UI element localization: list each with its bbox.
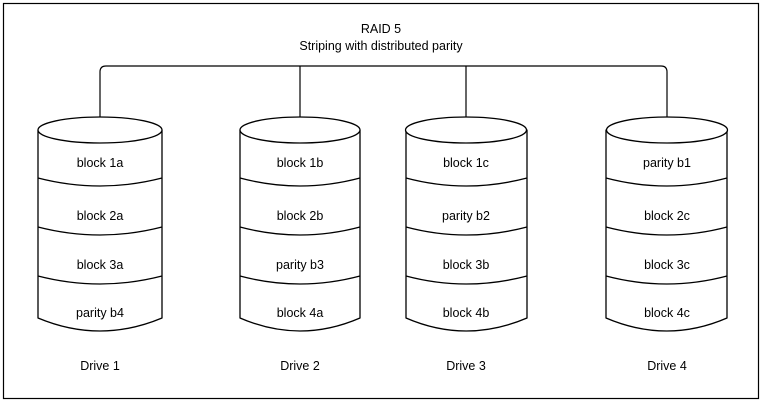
drive-1-cylinder-body: [37, 129, 163, 332]
drive-4-separator-3: [605, 275, 728, 285]
drive-2-separator-1: [239, 177, 361, 187]
drive-2-block-2: block 2b: [277, 209, 324, 223]
drive-1-separator-3: [37, 275, 163, 285]
drive-3-block-4: block 4b: [443, 306, 490, 320]
drive-3-cylinder-body: [405, 129, 528, 332]
drive-1-label: Drive 1: [80, 359, 120, 373]
drive-3-separator-2: [405, 226, 528, 236]
drive-4-cylinder-top: [605, 116, 729, 144]
diagram-title-line1: RAID 5: [361, 22, 401, 36]
drive-2-group: block 1b block 2b parity b3 block 4a Dri…: [239, 116, 361, 373]
drive-1-group: block 1a block 2a block 3a parity b4 Dri…: [37, 116, 163, 373]
drive-4-block-3: block 3c: [644, 258, 690, 272]
drive-1-cylinder-top: [37, 116, 163, 144]
drive-3-block-3: block 3b: [443, 258, 490, 272]
controller-bus-bracket: [99, 65, 668, 120]
drive-3-cylinder-top: [404, 116, 528, 144]
drive-4-block-4: block 4c: [644, 306, 690, 320]
drive-2-block-4: block 4a: [277, 306, 324, 320]
drive-4-cylinder-body: [605, 129, 728, 332]
drive-3-label: Drive 3: [446, 359, 486, 373]
drive-2-cylinder-top: [239, 116, 361, 144]
drive-3-separator-3: [405, 275, 528, 285]
drive-3-separator-1: [405, 177, 528, 187]
drive-4-block-2: block 2c: [644, 209, 690, 223]
drive-1-block-4: parity b4: [76, 306, 124, 320]
drive-4-group: parity b1 block 2c block 3c block 4c Dri…: [605, 116, 729, 373]
drive-2-separator-2: [239, 226, 361, 236]
diagram-title-line2: Striping with distributed parity: [299, 39, 463, 53]
drive-1-block-2: block 2a: [77, 209, 124, 223]
drive-2-label: Drive 2: [280, 359, 320, 373]
drive-3-block-1: block 1c: [443, 156, 489, 170]
drive-1-separator-2: [37, 226, 163, 236]
drive-1-block-3: block 3a: [77, 258, 124, 272]
drive-3-block-2: parity b2: [442, 209, 490, 223]
drive-3-group: block 1c parity b2 block 3b block 4b Dri…: [404, 116, 528, 373]
drive-4-label: Drive 4: [647, 359, 687, 373]
drive-4-separator-2: [605, 226, 728, 236]
drive-1-block-1: block 1a: [77, 156, 124, 170]
drive-2-separator-3: [239, 275, 361, 285]
drive-2-block-1: block 1b: [277, 156, 324, 170]
drive-4-block-1: parity b1: [643, 156, 691, 170]
drive-4-separator-1: [605, 177, 728, 187]
drive-2-block-3: parity b3: [276, 258, 324, 272]
drive-1-separator-1: [37, 177, 163, 187]
drive-2-cylinder-body: [239, 129, 361, 332]
